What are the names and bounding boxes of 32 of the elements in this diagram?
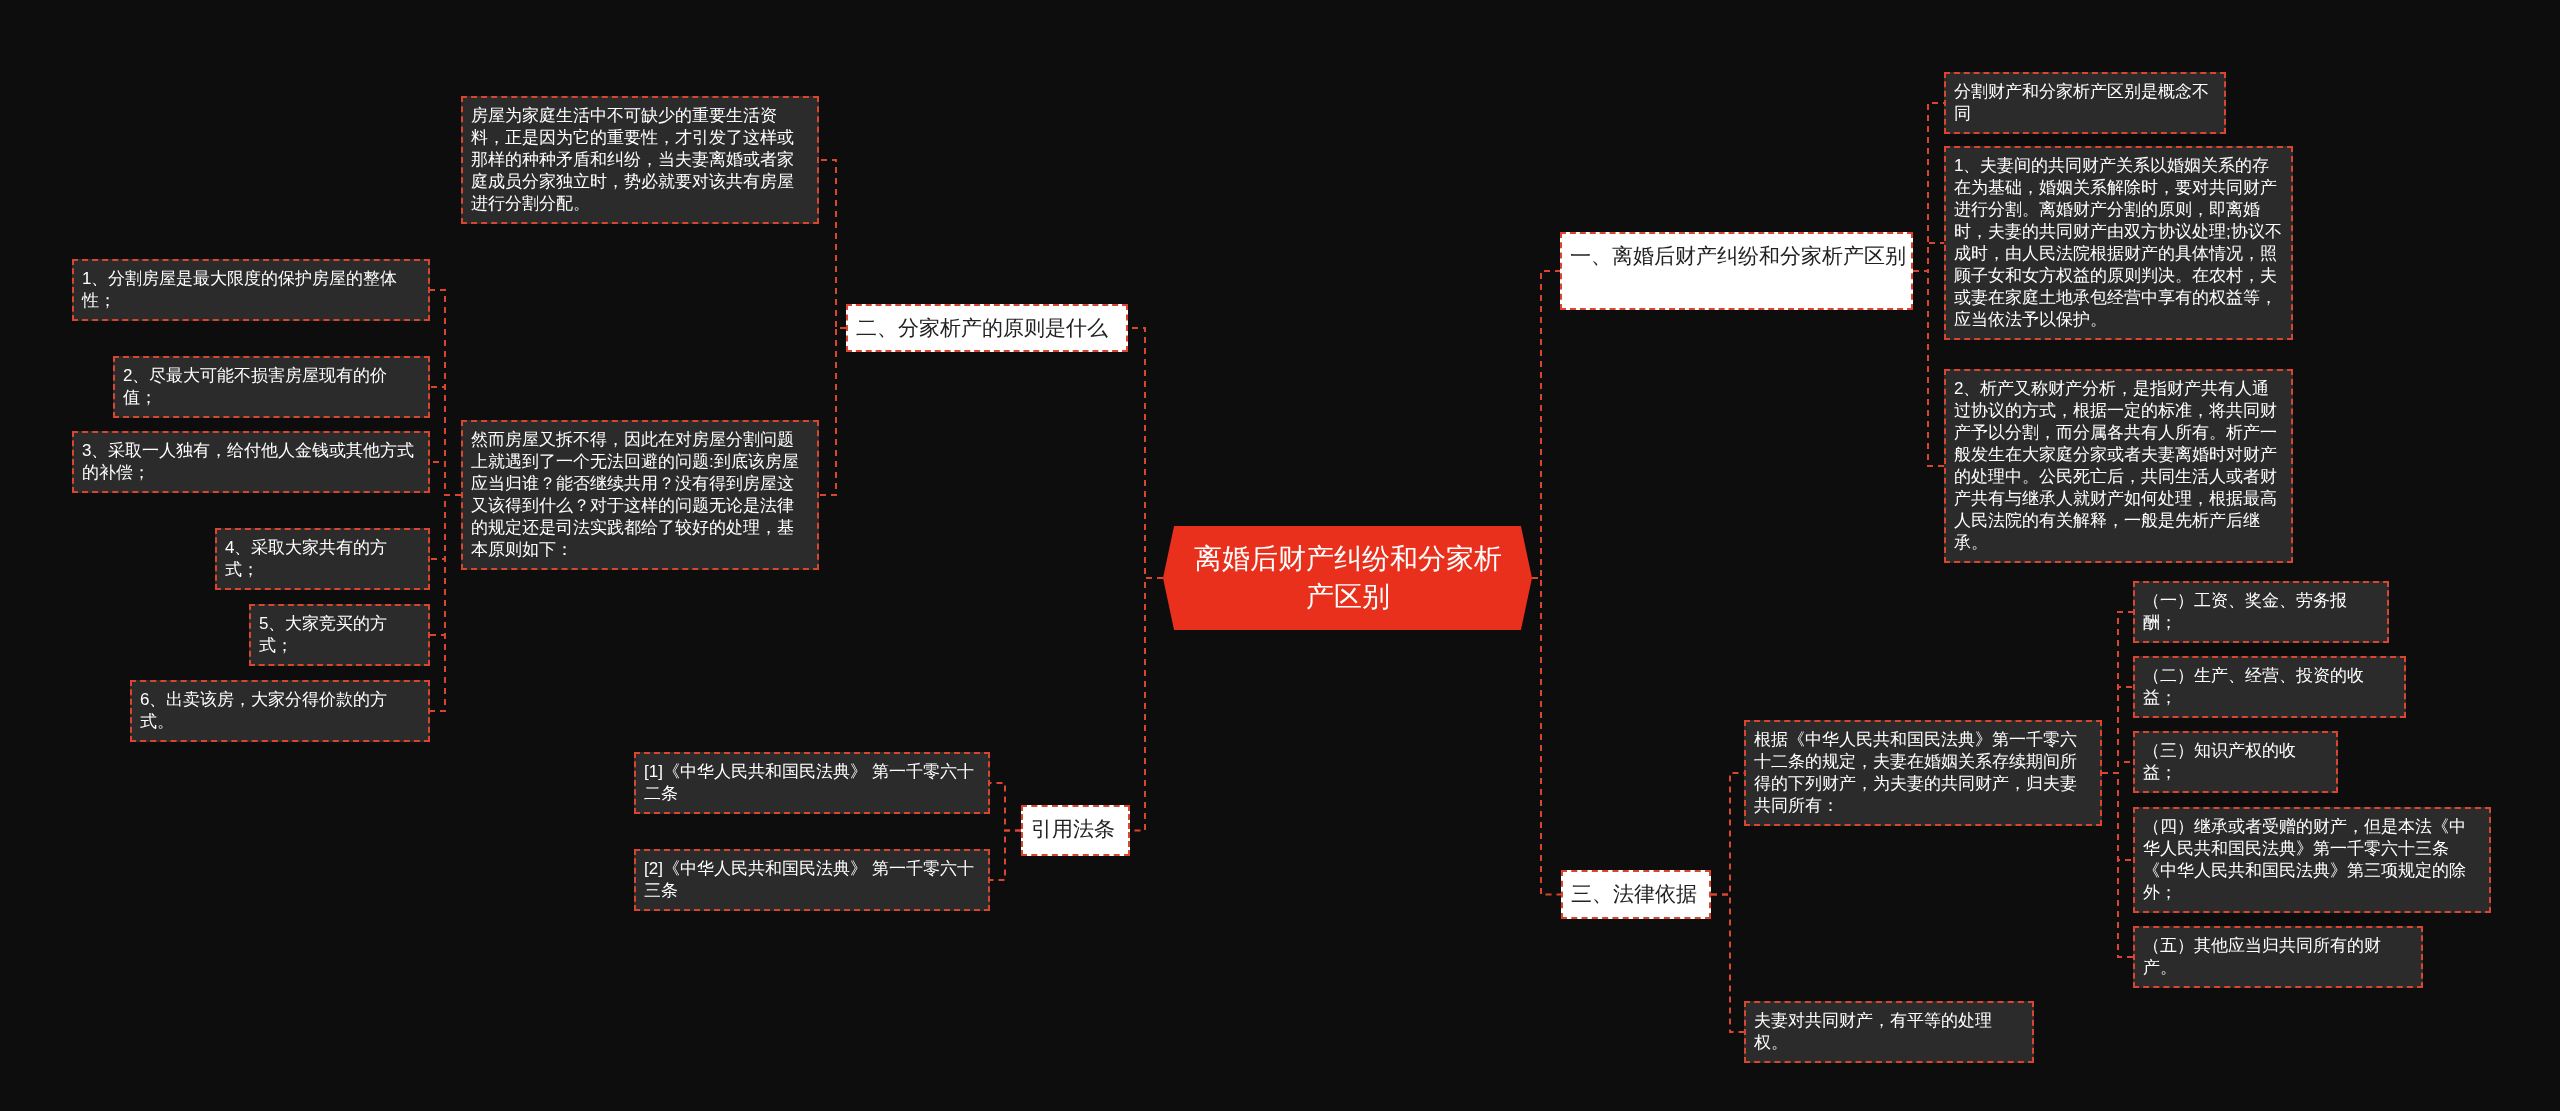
connector-line <box>818 327 847 496</box>
note-box: 3、采取一人独有，给付他人金钱或其他方式的补偿； <box>72 431 430 493</box>
note-box: （三）知识产权的收益； <box>2133 731 2338 793</box>
connector-line <box>1531 577 1562 896</box>
note-box: 1、夫妻间的共同财产关系以婚姻关系的存在为基础，婚姻关系解除时，要对共同财产进行分割。离婚财产分割的原则，即离婚时，夫妻的共同财产由双方协议处理;协议不成时，由人民法院根据财产的具体情况，照顾子女和女方权益的原则判决。在农村，夫或妻在家庭土地承包经营中享有的权益等，应当依法予以保护。 <box>1944 146 2293 340</box>
note-box: （一）工资、奖金、劳务报酬； <box>2133 581 2389 643</box>
topic-box: 引用法条 <box>1021 805 1130 856</box>
note-box: 分割财产和分家析产区别是概念不同 <box>1944 72 2226 134</box>
connector-line <box>1912 270 1945 467</box>
note-box: [1]《中华人民共和国民法典》 第一千零六十二条 <box>634 752 990 814</box>
note-box: 5、大家竞买的方式； <box>249 604 430 666</box>
note-box: 然而房屋又拆不得，因此在对房屋分割问题上就遇到了一个无法回避的问题:到底该房屋应当归谁？能否继续共用？没有得到房屋这又该得到什么？对于这样的问题无论是法律的规定还是司法实践都给了较好的处理，基本原则如下： <box>461 420 819 570</box>
note-box: 根据《中华人民共和国民法典》第一千零六十二条的规定，夫妻在婚姻关系存续期间所得的下列财产，为夫妻的共同财产，归夫妻共同所有： <box>1744 720 2102 826</box>
connector-line <box>1710 893 1745 1033</box>
connector-line <box>2101 772 2134 958</box>
topic-box: 三、法律依据 <box>1561 870 1711 919</box>
note-box: 房屋为家庭生活中不可缺少的重要生活资料，正是因为它的重要性，才引发了这样或那样的种种矛盾和纠纷，当夫妻离婚或者家庭成员分家独立时，势必就要对该共有房屋进行分割分配。 <box>461 96 819 224</box>
note-box: 2、析产又称财产分析，是指财产共有人通过协议的方式，根据一定的标准，将共同财产予以分割，而分属各共有人所有。析产一般发生在大家庭分家或者夫妻离婚时对财产的处理中。公民死亡后，共同生活人或者财产共有与继承人就财产如何处理，根据最高人民法院的有关解释，一般是先析产后继承。 <box>1944 369 2293 563</box>
note-box: [2]《中华人民共和国民法典》 第一千零六十三条 <box>634 849 990 911</box>
topic-box: 一、离婚后财产纠纷和分家析产区别 <box>1560 232 1913 310</box>
connector-line <box>989 829 1022 881</box>
connector-line <box>429 494 462 712</box>
note-box: （四）继承或者受赠的财产，但是本法《中华人民共和国民法典》第一千零六十三条《中华人民共和国民法典》第三项规定的除外； <box>2133 807 2491 913</box>
note-box: 4、采取大家共有的方式； <box>215 528 430 590</box>
note-box: （二）生产、经营、投资的收益； <box>2133 656 2406 718</box>
note-box: 1、分割房屋是最大限度的保护房屋的整体性； <box>72 259 430 321</box>
note-box: 6、出卖该房，大家分得价款的方式。 <box>130 680 430 742</box>
topic-box: 二、分家析产的原则是什么 <box>846 304 1128 352</box>
central-topic: 离婚后财产纠纷和分家析产区别 <box>1163 526 1532 630</box>
note-box: 2、尽最大可能不损害房屋现有的价值； <box>113 356 430 418</box>
note-box: （五）其他应当归共同所有的财产。 <box>2133 926 2423 988</box>
note-box: 夫妻对共同财产，有平等的处理权。 <box>1744 1001 2034 1063</box>
